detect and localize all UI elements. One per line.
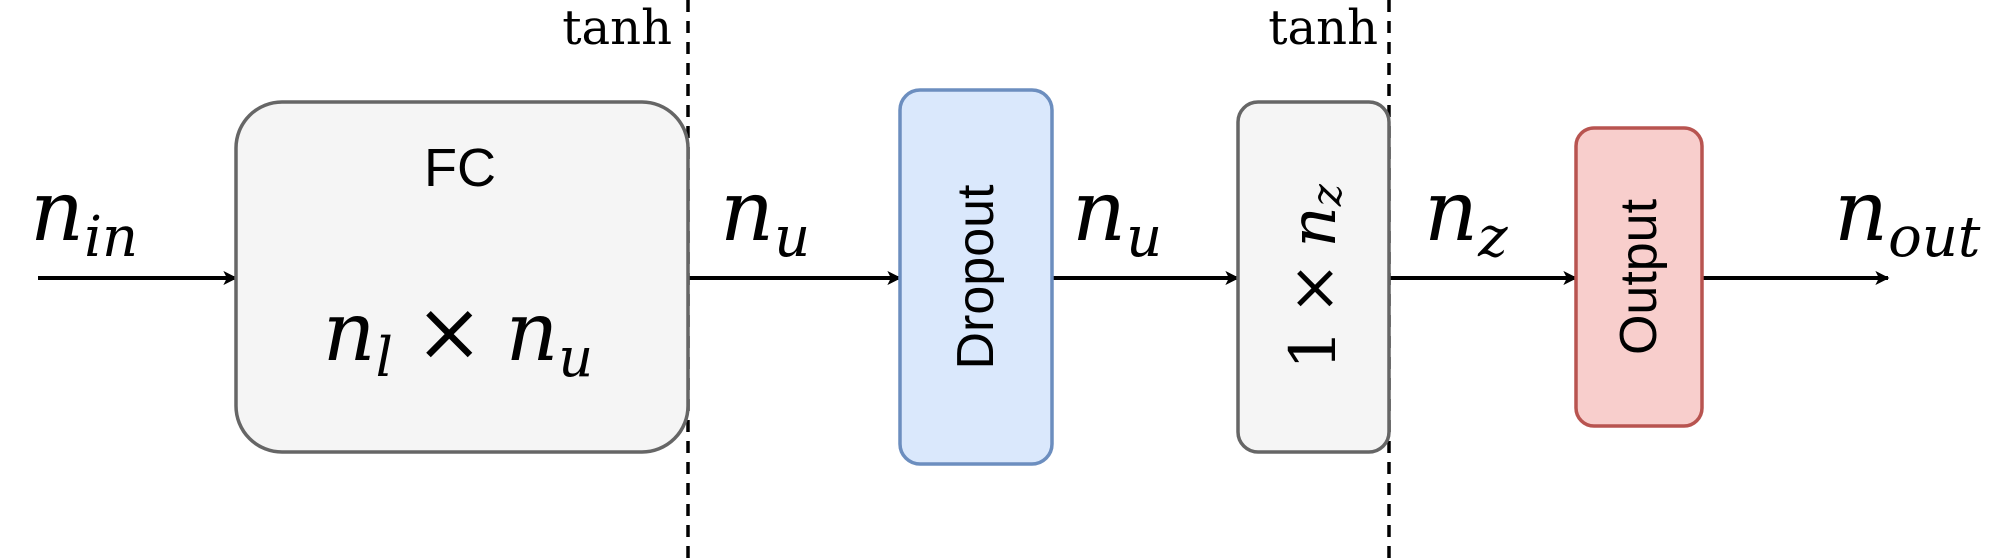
fc-title: FC — [424, 138, 496, 198]
edge-label-input: nin — [30, 162, 138, 270]
edge-label-after-fc: nu — [720, 162, 810, 270]
edge-label-after-dropout: nu — [1072, 162, 1162, 270]
output-label: Output — [1610, 198, 1668, 355]
latent-block[interactable] — [1236, 100, 1391, 454]
edge-label-output: nout — [1834, 162, 1981, 270]
activation-label-1: tanh — [562, 0, 672, 56]
activation-label-2: tanh — [1268, 0, 1378, 56]
edge-label-after-latent: nz — [1424, 162, 1508, 270]
latent-size: 1×nz — [1277, 183, 1351, 370]
dropout-block[interactable] — [898, 88, 1054, 466]
output-block[interactable] — [1574, 126, 1704, 428]
dropout-label: Dropout — [947, 184, 1005, 370]
fc-block[interactable] — [234, 100, 690, 454]
fc-size: nl×nu — [323, 285, 593, 389]
